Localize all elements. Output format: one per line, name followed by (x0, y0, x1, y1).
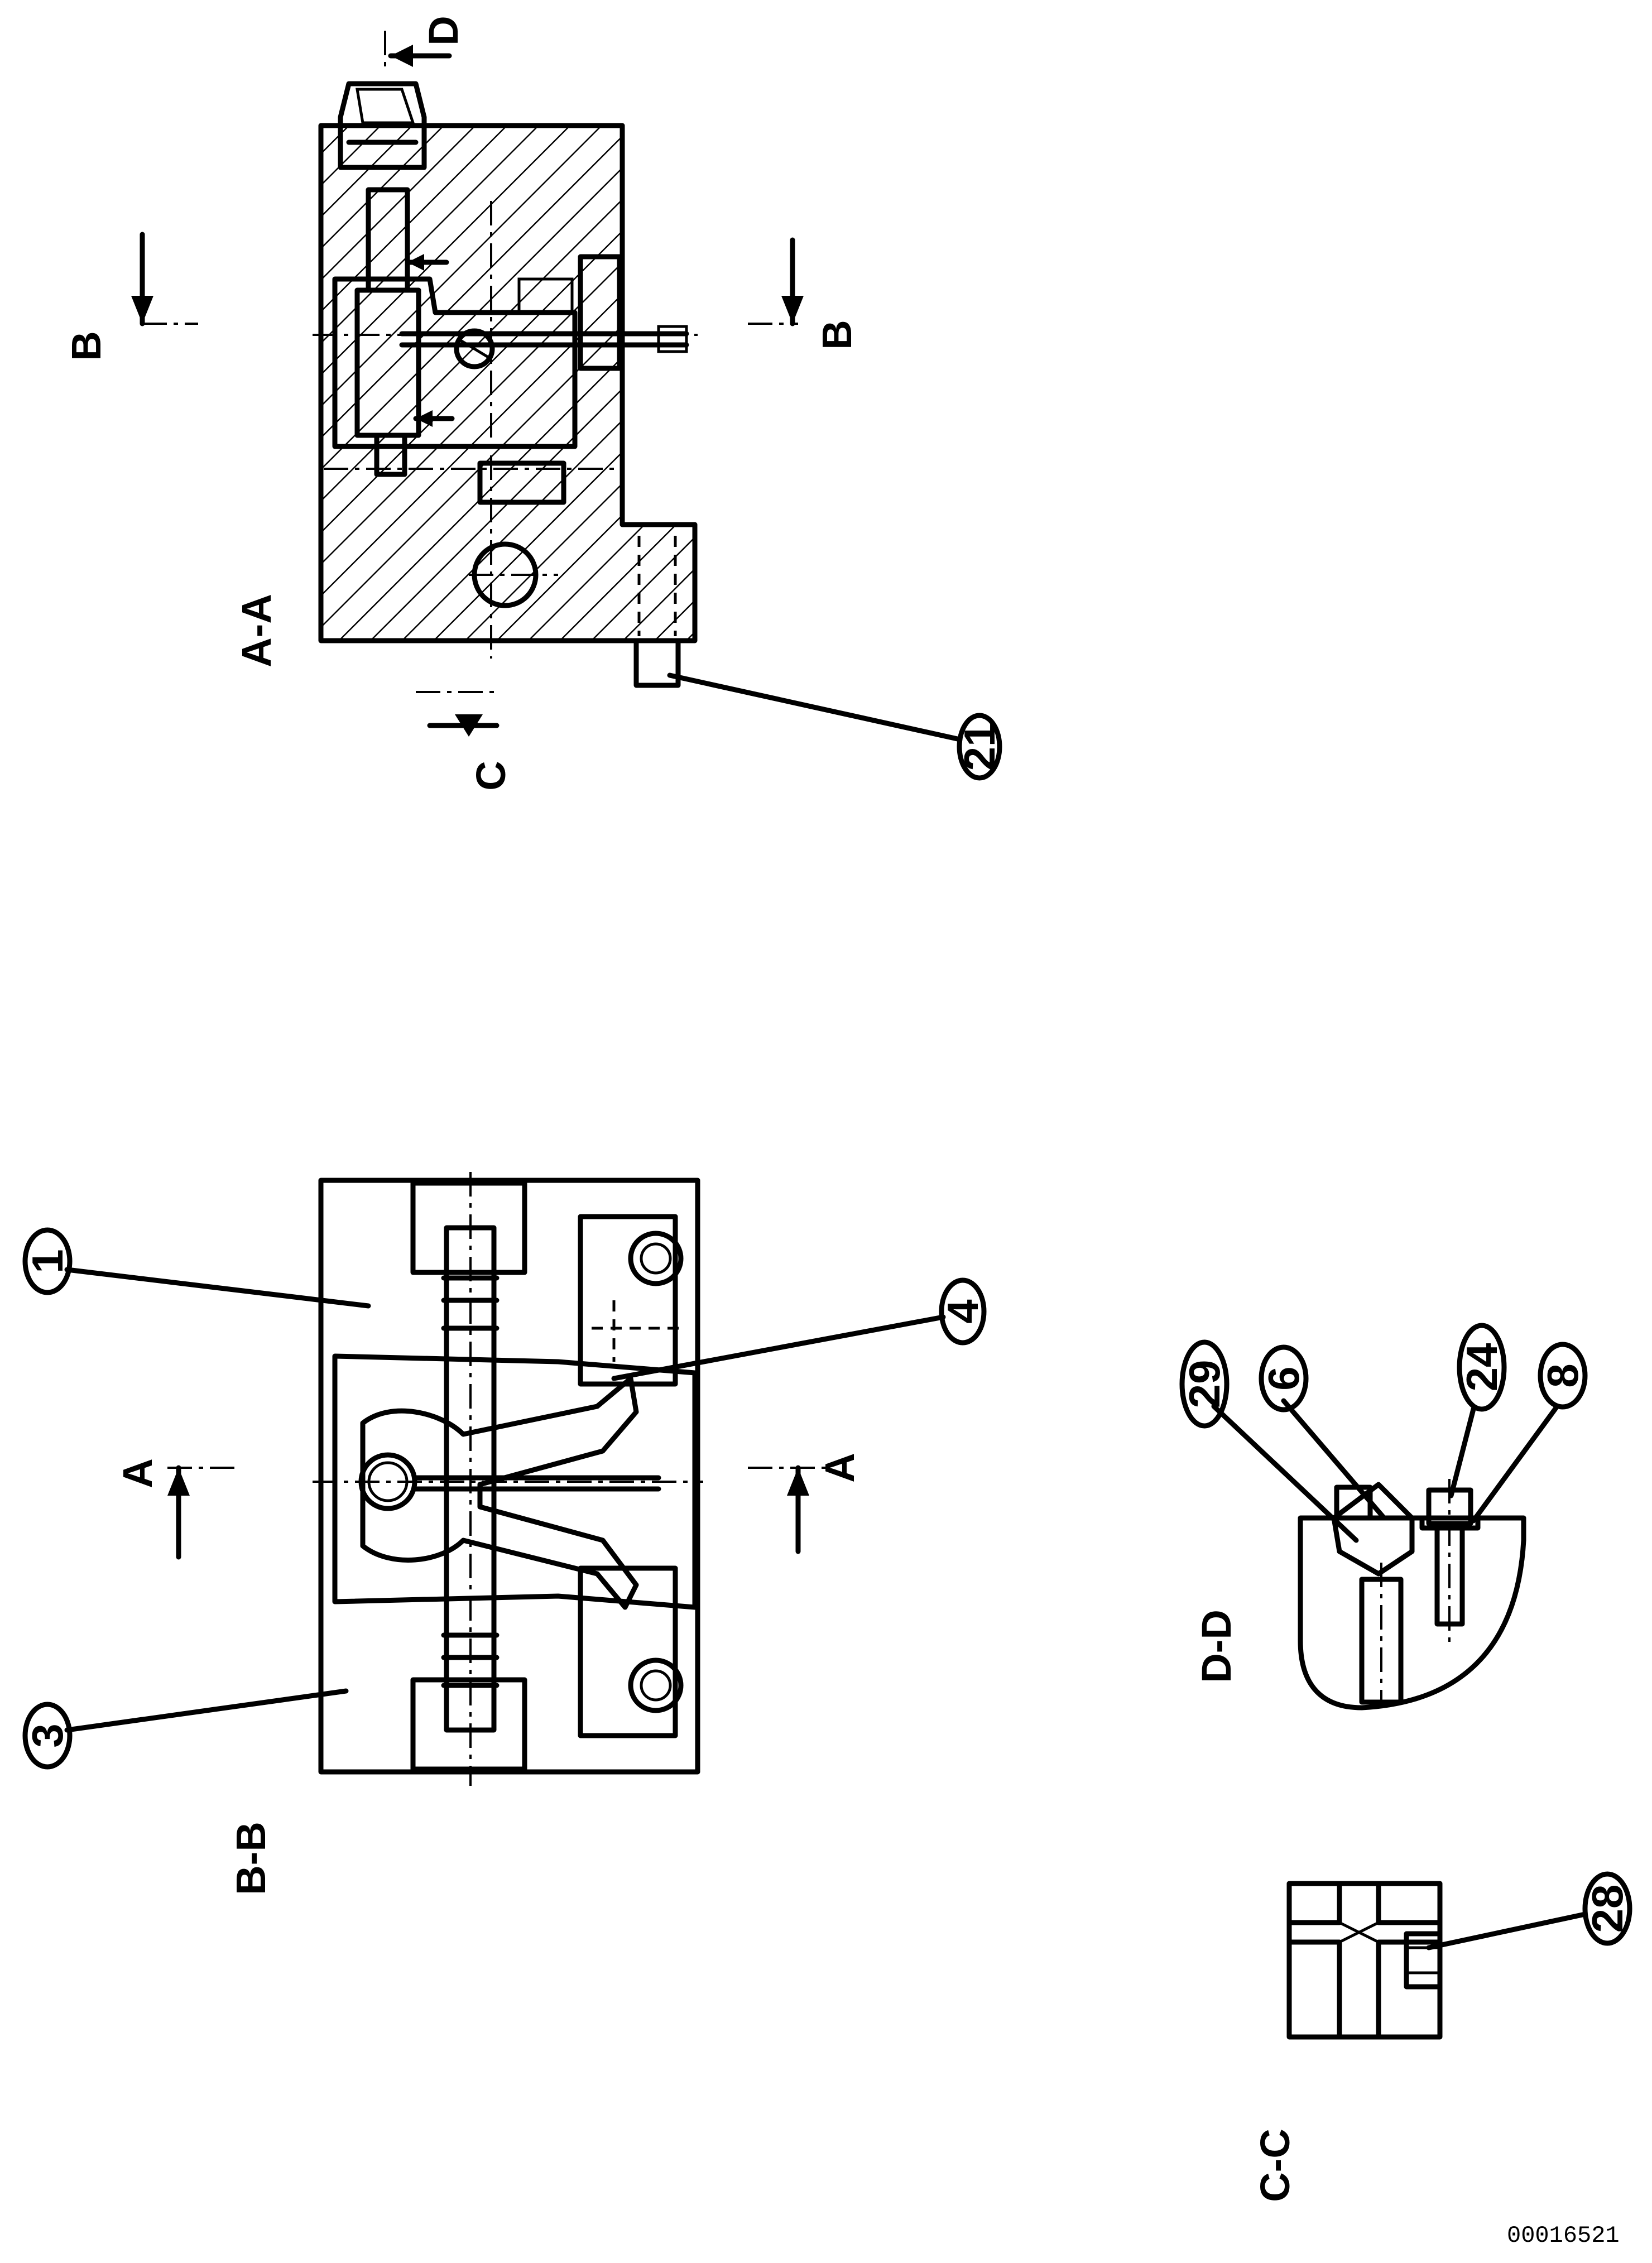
view-title-dd: D-D (1193, 1609, 1240, 1683)
view-title-cc: C-C (1252, 2129, 1298, 2202)
balloon-29: 29 (1180, 1360, 1229, 1409)
document-number: 00016521 (1507, 2222, 1620, 2249)
section-mark-a-right: A (817, 1453, 863, 1482)
section-view-cc: C-C 28 (1252, 1871, 1632, 2202)
section-mark-d: D (420, 16, 467, 45)
view-title-aa: A-A (233, 594, 280, 667)
balloon-24: 24 (1457, 1343, 1506, 1392)
section-mark-a-left: A (114, 1458, 161, 1488)
section-view-aa (313, 81, 698, 688)
balloon-3: 3 (23, 1723, 72, 1747)
section-view-bb (313, 1172, 703, 1786)
balloon-28: 28 (1583, 1885, 1632, 1933)
view-title-bb: B-B (228, 1822, 274, 1895)
housing-detail-cc (1286, 1881, 1443, 2040)
section-mark-b-right: B (814, 320, 860, 349)
balloon-8: 8 (1538, 1363, 1587, 1387)
balloon-6: 6 (1259, 1366, 1308, 1390)
housing-body-bb (318, 1178, 700, 1775)
section-view-dd: D-D 29 6 24 8 (1179, 1323, 1588, 1711)
balloon-1: 1 (23, 1249, 72, 1273)
section-mark-b-left: B (63, 331, 109, 361)
section-marks-aa: B B C D A-A 21 (63, 16, 1004, 790)
section-mark-c: C (468, 761, 514, 790)
balloon-21: 21 (955, 723, 1004, 771)
housing-detail-dd (1298, 1515, 1526, 1711)
balloon-4: 4 (938, 1299, 987, 1323)
section-marks-bb: A A B-B 1 3 4 (22, 1227, 987, 1895)
